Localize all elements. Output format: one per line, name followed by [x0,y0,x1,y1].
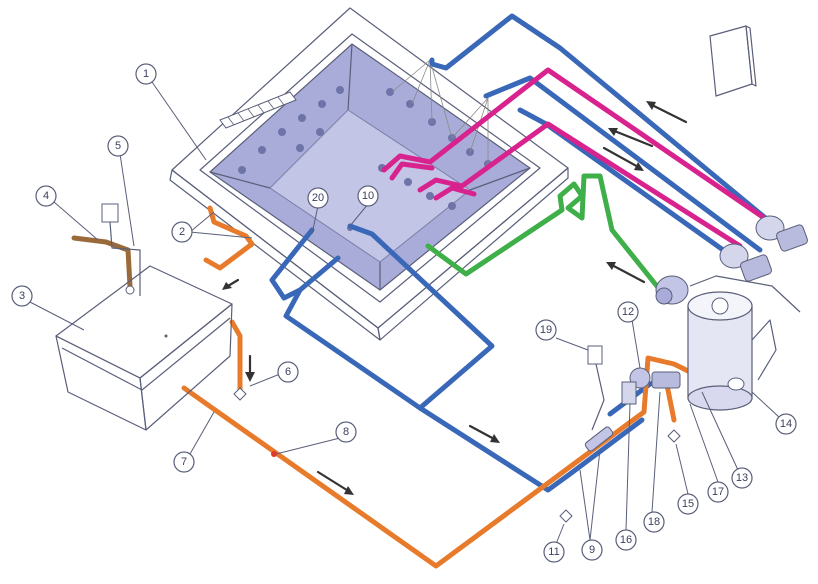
massage-pump-1 [755,215,808,252]
valve-8 [271,451,277,457]
callout-8: 8 [335,421,357,443]
spa-tub [169,7,569,341]
massage-pump-2 [719,243,772,282]
callout-14: 14 [775,413,797,435]
balance-tank [55,203,233,431]
massage-pipes [381,67,773,249]
callout-18: 18 [643,511,665,533]
svg-text:4: 4 [43,190,49,202]
callout-13: 13 [731,467,753,489]
callout-9: 9 [581,539,603,561]
svg-text:13: 13 [736,472,748,484]
svg-text:20: 20 [312,192,324,204]
callout-4: 4 [35,185,57,207]
svg-text:12: 12 [622,306,634,318]
leader-lines [29,81,781,545]
callout-5: 5 [107,135,129,157]
tank-side [139,303,233,431]
callout-3: 3 [11,285,33,307]
tank-front [55,335,147,431]
svg-text:5: 5 [115,140,121,152]
callout-2: 2 [171,221,193,243]
dosing-valves-9 [584,426,614,452]
drain-markers [233,387,681,523]
level-sensor-5 [101,203,119,223]
air-blower [655,275,801,313]
svg-text:15: 15 [682,498,694,510]
callout-7: 7 [173,451,195,473]
svg-text:17: 17 [712,486,724,498]
svg-text:10: 10 [362,190,374,202]
svg-text:3: 3 [19,290,25,302]
svg-text:11: 11 [548,546,559,558]
callout-1: 1 [135,63,157,85]
callout-11: 11 [543,541,565,563]
callout-20: 20 [307,187,329,209]
svg-text:8: 8 [343,426,349,438]
tank-lid [55,265,233,379]
callout-12: 12 [617,301,639,323]
air-pipe [425,173,663,293]
callout-17: 17 [707,481,729,503]
flow-arrows [222,101,688,495]
svg-text:6: 6 [285,366,291,378]
control-panel [709,25,757,97]
svg-text:18: 18 [648,516,660,528]
callout-10: 10 [357,185,379,207]
callout-6: 6 [277,361,299,383]
control-box-19 [587,345,605,431]
svg-text:19: 19 [540,324,552,336]
valve-4-pipe [71,235,133,289]
callout-16: 16 [615,529,637,551]
skimmer-grille [219,91,297,129]
svg-text:7: 7 [181,456,187,468]
callout-15: 15 [677,493,699,515]
svg-text:16: 16 [620,534,632,546]
circulation-pump [621,367,681,405]
svg-text:14: 14 [780,418,792,430]
return-pipes [269,13,783,493]
overflow-pipes [181,205,693,569]
svg-text:2: 2 [179,226,185,238]
callout-19: 19 [535,319,557,341]
svg-text:9: 9 [589,544,595,556]
svg-text:1: 1 [143,68,149,80]
filter-14 [687,291,777,411]
